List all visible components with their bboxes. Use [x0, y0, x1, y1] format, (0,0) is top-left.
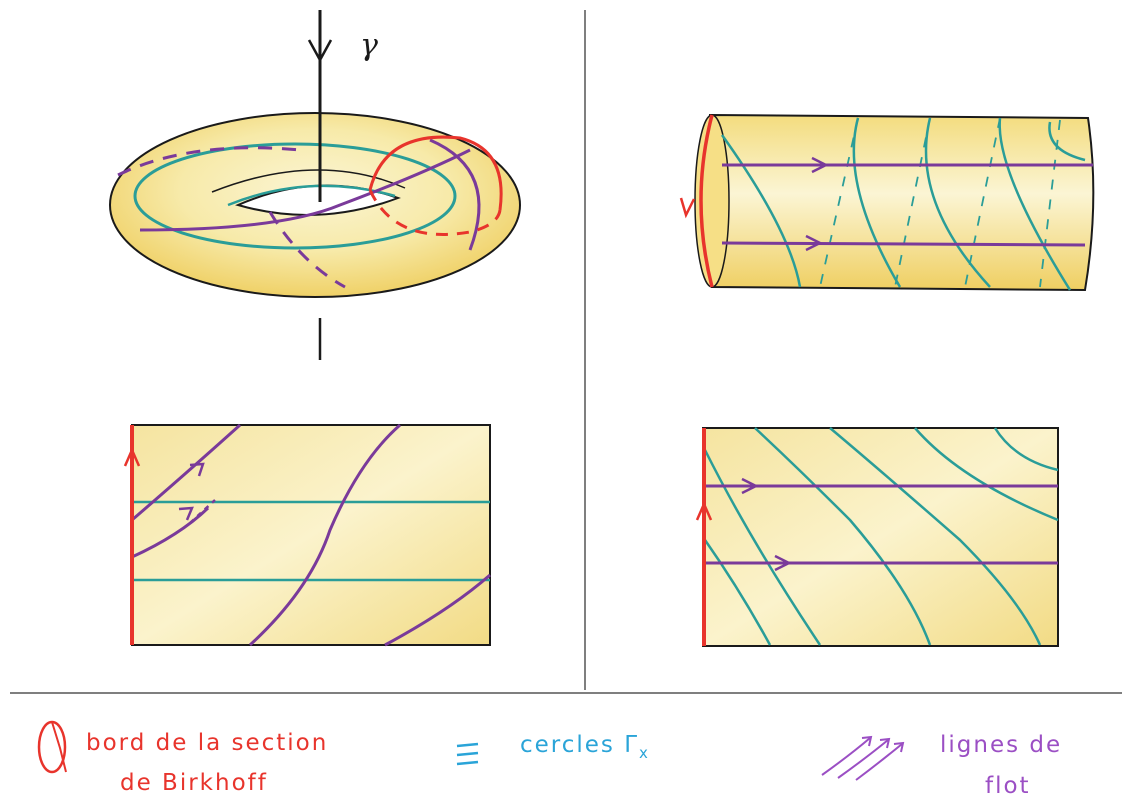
teal-circle-line [993, 427, 1059, 472]
cylinder-spiral [852, 117, 902, 288]
gamma-label: γ [360, 28, 378, 63]
flow-arrow-icon [178, 506, 194, 521]
section-rectangle-right [695, 427, 1059, 647]
teal-circle-line [703, 449, 822, 646]
gamma-axis-arrow-icon [307, 39, 333, 63]
flow-line [131, 506, 210, 559]
cylinder-spiral [720, 134, 802, 288]
legend-item-flow: lignes de flot [821, 732, 1062, 799]
flow-arrows-icon [821, 735, 905, 781]
torus-hole-upper-rim [211, 169, 406, 193]
torus-flow-line-lower [268, 211, 346, 289]
teal-circle-line [914, 427, 1059, 522]
teal-circle-line [703, 539, 772, 646]
legend-flow-line1: lignes de [940, 732, 1062, 758]
flow-arrow-icon [741, 477, 759, 495]
cylinder-spiral [998, 117, 1072, 291]
legend: bord de la section de Birkhoff cercles Γ… [37, 720, 1062, 799]
parallel-lines-icon [456, 742, 479, 766]
boundary-arrow-icon [679, 197, 696, 219]
flow-arrow-icon [189, 462, 205, 477]
torus-flow-line-right [429, 138, 481, 251]
cylinder-spiral [924, 117, 991, 288]
section-rectangle-left [123, 423, 491, 647]
legend-item-boundary: bord de la section de Birkhoff [37, 720, 328, 796]
flow-line [248, 423, 401, 647]
torus-flow-line-back [117, 146, 301, 177]
torus-flow-line [139, 148, 471, 232]
boundary-arrow-icon [123, 446, 141, 467]
cylinder-spiral-hidden [819, 117, 859, 288]
torus-figure: γ [109, 10, 521, 360]
torus-boundary-back [368, 189, 502, 236]
teal-circle-line [754, 427, 932, 646]
rectangle-body [702, 427, 1059, 647]
cylinder-figure [679, 113, 1095, 292]
teal-circle-line [829, 427, 1042, 646]
boundary-circle-icon [37, 720, 67, 774]
flow-line [384, 573, 491, 647]
legend-item-circles: cercles Γx [456, 732, 650, 766]
rectangle-body [131, 424, 491, 646]
cylinder-flow-line [721, 241, 1086, 247]
boundary-arrow-icon [695, 500, 713, 521]
legend-boundary-line2: de Birkhoff [120, 770, 268, 796]
teal-circle-outer [133, 142, 457, 250]
cylinder-spiral-hidden [964, 117, 1001, 288]
flow-line [131, 423, 242, 522]
cylinder-boundary-circle [699, 114, 714, 288]
legend-circles-label: cercles Γx [520, 732, 650, 762]
flow-arrow-icon [811, 156, 829, 174]
legend-flow-line2: flot [985, 773, 1031, 799]
cylinder-spiral-hidden [894, 117, 931, 288]
cylinder-body [708, 113, 1095, 292]
flow-arrow-icon [774, 554, 792, 572]
cylinder-spiral-hidden [1039, 119, 1061, 288]
torus-boundary-circle [368, 135, 503, 211]
legend-boundary-line1: bord de la section [86, 730, 328, 756]
flow-arrow-icon [805, 234, 823, 252]
